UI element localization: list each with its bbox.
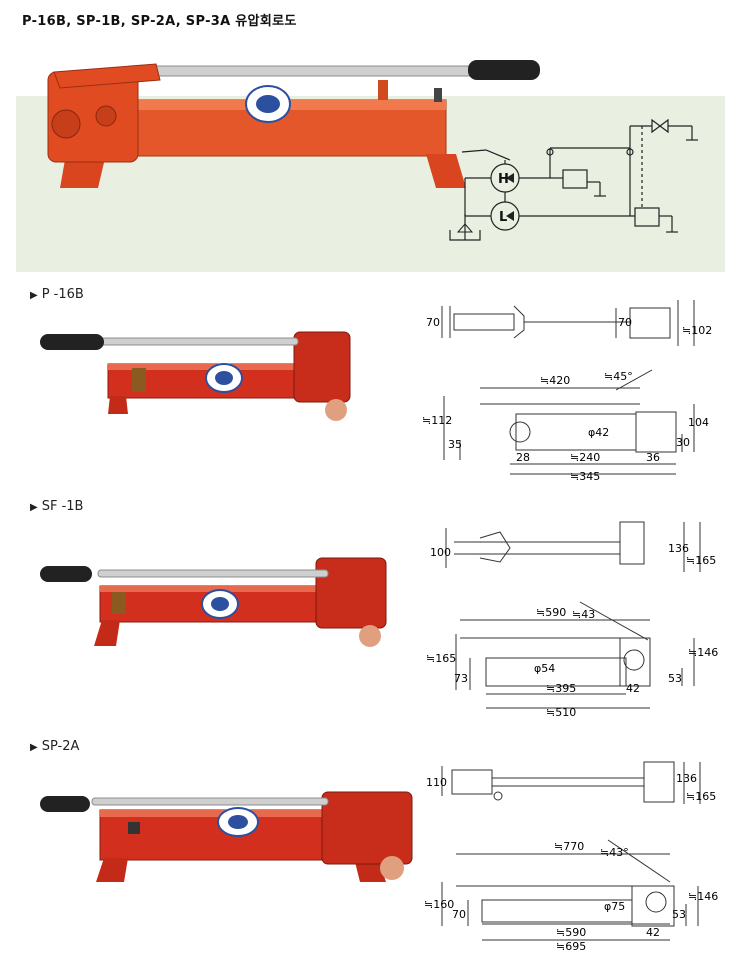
dim-diameter: φ54 (534, 662, 555, 675)
pump-photo-sp2a (40, 791, 413, 882)
dim-width-mid: ≒240 (570, 451, 600, 464)
dim-top-height: 110 (426, 776, 447, 789)
triangle-bullet-icon: ▶ (30, 290, 38, 301)
pump-high-label: H (498, 172, 509, 187)
section-title: SP-2A (41, 739, 80, 754)
section-label-p16b: ▶P -16B (30, 287, 84, 302)
section-title: P -16B (41, 287, 84, 302)
dim-width-right: 36 (646, 451, 660, 464)
dim-height-right: 104 (688, 416, 709, 429)
dim-top-inner: 70 (618, 316, 632, 329)
dim-right-inner: 53 (668, 672, 682, 685)
dim-width-right: 42 (626, 682, 640, 695)
dim-right-inner: 53 (672, 908, 686, 921)
dim-length-top: ≒420 (540, 374, 570, 387)
section-title: SF -1B (41, 499, 84, 514)
dim-base-height: 73 (454, 672, 468, 685)
dim-width-total: ≒510 (546, 706, 576, 719)
triangle-bullet-icon: ▶ (30, 742, 38, 753)
dim-top-inner: 136 (676, 772, 697, 785)
hero-pump-image (47, 60, 540, 188)
dim-height-left: ≒160 (424, 898, 454, 911)
triangle-bullet-icon: ▶ (30, 502, 38, 513)
dim-width-mid: ≒590 (556, 926, 586, 939)
dim-diameter: φ42 (588, 426, 609, 439)
dim-height-right: ≒146 (688, 646, 718, 659)
dimension-drawing-p16b: 70 70 ≒102 ≒45° ≒420 ≒112 35 φ42 30 104 … (422, 300, 712, 483)
dim-height-left: ≒165 (426, 652, 456, 665)
dim-top-height: 100 (430, 546, 451, 559)
dim-length-top: ≒590 (536, 606, 566, 619)
dim-top-height: 70 (426, 316, 440, 329)
dim-width-left: 28 (516, 451, 530, 464)
dim-height-left: ≒112 (422, 414, 452, 427)
dim-width-right: 42 (646, 926, 660, 939)
section-label-sf1b: ▶SF -1B (30, 499, 83, 514)
dim-width-mid: ≒395 (546, 682, 576, 695)
dim-length-top: ≒770 (554, 840, 584, 853)
dim-base-height: 70 (452, 908, 466, 921)
dim-right-inner: 30 (676, 436, 690, 449)
dim-angle: ≒43° (600, 846, 629, 859)
dim-angle: ≒43 (572, 608, 595, 621)
hydraulic-circuit-diagram: H L (449, 118, 698, 241)
dim-angle: ≒45° (604, 370, 633, 383)
dim-top-right: ≒165 (686, 790, 716, 803)
dim-top-inner: 136 (668, 542, 689, 555)
dimension-drawing-sp2a: 110 136 ≒165 ≒43° ≒770 ≒160 70 φ75 53 ≒1… (424, 761, 718, 953)
pump-photo-p16b (40, 331, 351, 421)
pump-low-label: L (499, 210, 507, 225)
dim-width-total: ≒345 (570, 470, 600, 483)
section-label-sp2a: ▶SP-2A (30, 739, 79, 754)
page-title: P-16B, SP-1B, SP-2A, SP-3A 유압회로도 (22, 14, 297, 29)
dim-base-height: 35 (448, 438, 462, 451)
dim-top-right: ≒165 (686, 554, 716, 567)
dimension-drawing-sf1b: 100 136 ≒165 ≒43 ≒590 ≒165 73 φ54 53 ≒14… (426, 521, 718, 719)
dim-top-right: ≒102 (682, 324, 712, 337)
pump-photo-sf1b (40, 557, 387, 647)
dim-width-total: ≒695 (556, 940, 586, 953)
dim-diameter: φ75 (604, 900, 625, 913)
dim-height-right: ≒146 (688, 890, 718, 903)
